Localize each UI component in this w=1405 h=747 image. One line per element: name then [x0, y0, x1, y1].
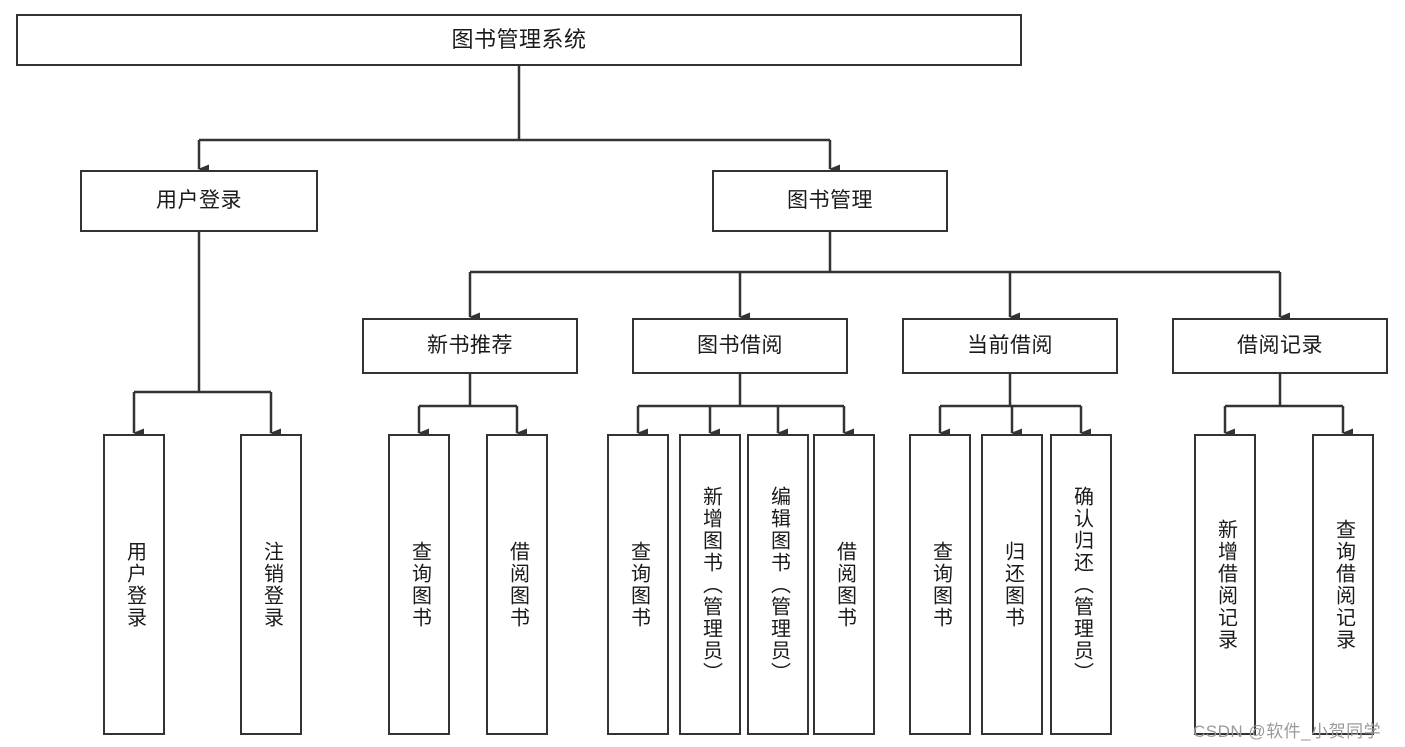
node-current-borrow[interactable]: 当前借阅	[902, 318, 1118, 374]
node-label: 图书借阅	[697, 334, 783, 358]
node-root[interactable]: 图书管理系统	[16, 14, 1022, 66]
csdn-watermark: CSDN @软件_小贺同学	[1193, 722, 1382, 741]
node-book-borrow[interactable]: 图书借阅	[632, 318, 848, 374]
node-label: 用户登录	[156, 189, 242, 213]
node-label: 新书推荐	[427, 334, 513, 358]
node-label: 归还图书	[1001, 540, 1024, 629]
node-new-book-recommend[interactable]: 新书推荐	[362, 318, 578, 374]
node-label: 借阅图书	[833, 540, 856, 629]
edge-layer	[132, 66, 1353, 438]
node-user-login[interactable]: 用户登录	[80, 170, 318, 232]
node-leaf-borrow-book-2[interactable]: 借阅图书	[813, 434, 875, 735]
node-leaf-borrow-book-1[interactable]: 借阅图书	[486, 434, 548, 735]
node-label: 查询借阅记录	[1332, 518, 1355, 651]
node-leaf-query-book-3[interactable]: 查询图书	[909, 434, 971, 735]
node-label: 新增借阅记录	[1214, 518, 1237, 651]
node-label: 借阅图书	[506, 540, 529, 629]
node-label: 新增图书（管理员）	[699, 485, 722, 684]
node-leaf-user-login[interactable]: 用户登录	[103, 434, 165, 735]
node-label: 用户登录	[123, 540, 146, 629]
node-leaf-add-book[interactable]: 新增图书（管理员）	[679, 434, 741, 735]
node-label: 查询图书	[627, 540, 650, 629]
node-label: 图书管理	[787, 189, 873, 213]
node-label: 当前借阅	[967, 334, 1053, 358]
node-label: 编辑图书（管理员）	[767, 485, 790, 684]
node-leaf-query-book-2[interactable]: 查询图书	[607, 434, 669, 735]
node-label: 查询图书	[929, 540, 952, 629]
node-leaf-edit-book[interactable]: 编辑图书（管理员）	[747, 434, 809, 735]
node-leaf-return-book[interactable]: 归还图书	[981, 434, 1043, 735]
node-label: 查询图书	[408, 540, 431, 629]
node-leaf-query-book-1[interactable]: 查询图书	[388, 434, 450, 735]
node-label: 图书管理系统	[451, 26, 587, 52]
node-label: 注销登录	[260, 540, 283, 629]
node-label: 借阅记录	[1237, 334, 1323, 358]
node-borrow-record[interactable]: 借阅记录	[1172, 318, 1388, 374]
node-leaf-add-record[interactable]: 新增借阅记录	[1194, 434, 1256, 735]
node-label: 确认归还（管理员）	[1070, 485, 1093, 684]
node-leaf-confirm-return[interactable]: 确认归还（管理员）	[1050, 434, 1112, 735]
node-leaf-logout[interactable]: 注销登录	[240, 434, 302, 735]
node-book-manage[interactable]: 图书管理	[712, 170, 948, 232]
node-leaf-query-record[interactable]: 查询借阅记录	[1312, 434, 1374, 735]
